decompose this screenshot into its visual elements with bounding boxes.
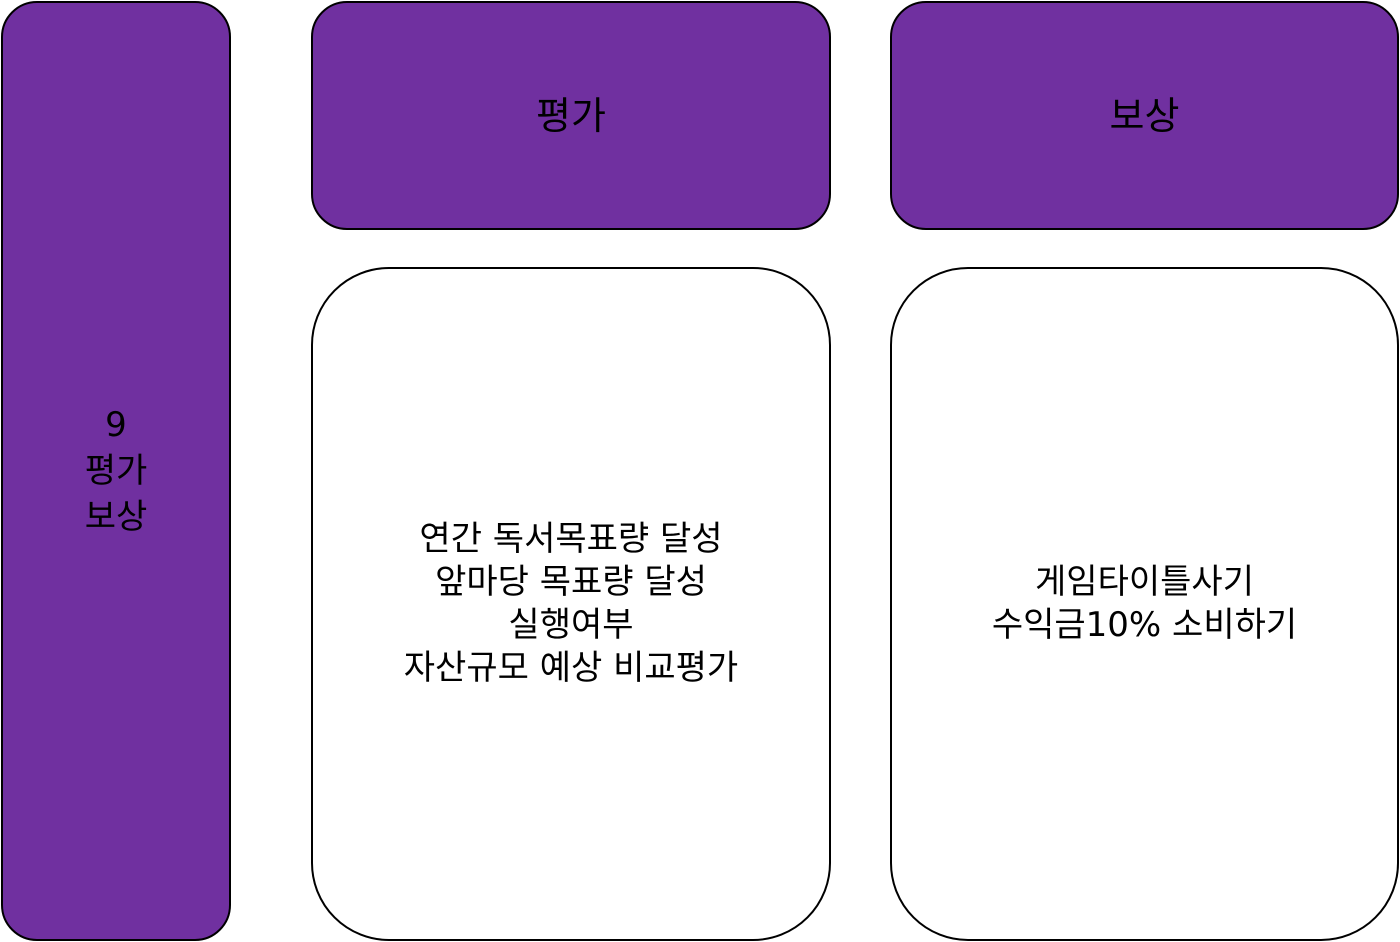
reward-item: 수익금10% 소비하기 [991,605,1298,645]
evaluation-item: 앞마당 목표량 달성 [435,562,707,602]
reward-content-box: 게임타이틀사기 수익금10% 소비하기 [890,267,1399,941]
step-number: 9 [105,405,127,445]
step-label-text: 9 평가 보상 [85,402,148,540]
evaluation-content-box: 연간 독서목표량 달성 앞마당 목표량 달성 실행여부 자산규모 예상 비교평가 [311,267,831,941]
evaluation-items: 연간 독서목표량 달성 앞마당 목표량 달성 실행여부 자산규모 예상 비교평가 [404,518,738,690]
evaluation-item: 실행여부 [508,605,634,645]
step-title-evaluation: 평가 [84,451,148,491]
evaluation-item: 자산규모 예상 비교평가 [403,648,739,688]
step-label-box: 9 평가 보상 [1,1,231,941]
reward-item: 게임타이틀사기 [1035,562,1254,602]
evaluation-header-label: 평가 [536,93,606,138]
evaluation-header-box: 평가 [311,1,831,230]
reward-header-label: 보상 [1109,93,1180,138]
evaluation-item: 연간 독서목표량 달성 [419,519,723,559]
reward-items: 게임타이틀사기 수익금10% 소비하기 [992,561,1297,647]
reward-header-box: 보상 [890,1,1399,230]
step-title-reward: 보상 [84,497,148,537]
